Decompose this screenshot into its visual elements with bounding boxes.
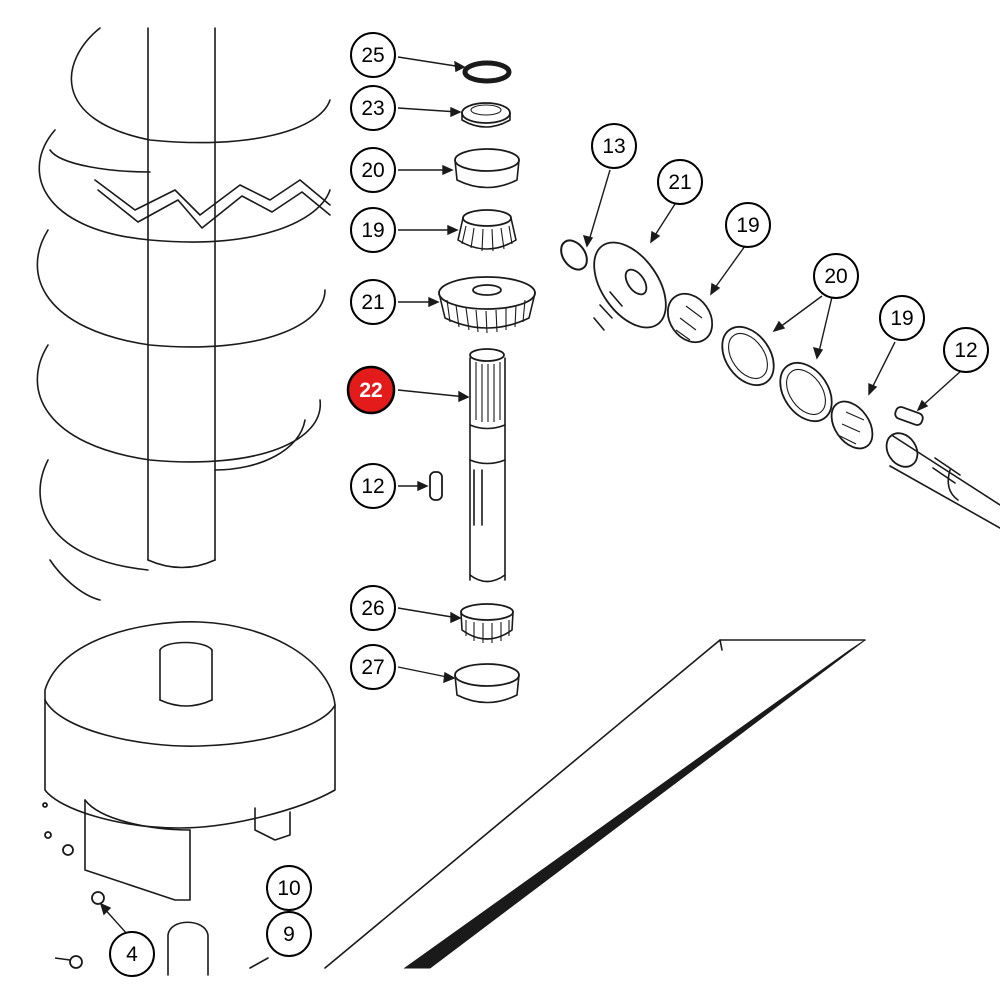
svg-text:9: 9 bbox=[283, 923, 295, 946]
callout-19-upper[interactable]: 19 bbox=[350, 207, 396, 253]
svg-text:19: 19 bbox=[361, 219, 384, 242]
leader-lines bbox=[54, 56, 963, 961]
cups-20-angled bbox=[721, 326, 833, 422]
key-12-vertical bbox=[429, 471, 443, 501]
svg-text:13: 13 bbox=[602, 135, 625, 158]
bearing-cone-26 bbox=[460, 603, 514, 643]
callout-22-highlighted[interactable]: 22 bbox=[346, 365, 396, 415]
callout-4[interactable]: 4 bbox=[109, 931, 155, 977]
svg-text:21: 21 bbox=[361, 291, 384, 314]
svg-text:27: 27 bbox=[361, 656, 384, 679]
callout-23[interactable]: 23 bbox=[350, 85, 396, 131]
svg-text:12: 12 bbox=[954, 339, 977, 362]
callout-21-vertical[interactable]: 21 bbox=[350, 279, 396, 325]
snap-ring-13 bbox=[560, 239, 588, 271]
key-12-angled bbox=[894, 406, 924, 426]
callout-12-vertical[interactable]: 12 bbox=[350, 463, 396, 509]
callouts: 25 23 20 19 21 22 12 26 bbox=[109, 32, 989, 977]
svg-text:26: 26 bbox=[361, 597, 384, 620]
gear-21-vertical bbox=[438, 276, 536, 334]
callout-20-upper[interactable]: 20 bbox=[350, 147, 396, 193]
cup-20-upper bbox=[454, 148, 520, 189]
seal-23 bbox=[461, 102, 511, 128]
callout-19-middle[interactable]: 19 bbox=[725, 202, 771, 248]
svg-text:25: 25 bbox=[361, 44, 384, 67]
svg-text:19: 19 bbox=[890, 307, 913, 330]
callout-9[interactable]: 9 bbox=[266, 911, 312, 957]
svg-text:19: 19 bbox=[736, 214, 759, 237]
callout-12-angled[interactable]: 12 bbox=[943, 327, 989, 373]
callout-20-angled[interactable]: 20 bbox=[813, 253, 859, 299]
bearing-cone-19-upper bbox=[457, 209, 517, 252]
svg-text:20: 20 bbox=[361, 159, 384, 182]
callout-10[interactable]: 10 bbox=[266, 865, 312, 911]
svg-text:21: 21 bbox=[668, 171, 691, 194]
svg-text:10: 10 bbox=[277, 877, 300, 900]
svg-text:4: 4 bbox=[126, 943, 138, 966]
svg-text:23: 23 bbox=[361, 97, 384, 120]
callout-27[interactable]: 27 bbox=[350, 644, 396, 690]
bearing-cone-19-lower bbox=[830, 400, 874, 450]
svg-text:20: 20 bbox=[824, 265, 847, 288]
callout-26[interactable]: 26 bbox=[350, 585, 396, 631]
svg-text:22: 22 bbox=[359, 379, 382, 402]
frame-wedge bbox=[249, 639, 866, 969]
callout-25[interactable]: 25 bbox=[350, 32, 396, 78]
bearing-cone-19-middle bbox=[666, 292, 714, 344]
seal-25 bbox=[462, 60, 512, 84]
callout-13[interactable]: 13 bbox=[591, 123, 637, 169]
drive-shaft bbox=[885, 432, 1000, 529]
shaft-22 bbox=[469, 348, 506, 583]
spinner-disc bbox=[42, 621, 336, 976]
auger-flighting bbox=[36, 27, 331, 601]
callout-19-lower[interactable]: 19 bbox=[879, 295, 925, 341]
cup-27 bbox=[454, 663, 520, 704]
svg-text:12: 12 bbox=[361, 475, 384, 498]
callout-21-angled[interactable]: 21 bbox=[657, 159, 703, 205]
gear-21-angled bbox=[593, 241, 667, 331]
